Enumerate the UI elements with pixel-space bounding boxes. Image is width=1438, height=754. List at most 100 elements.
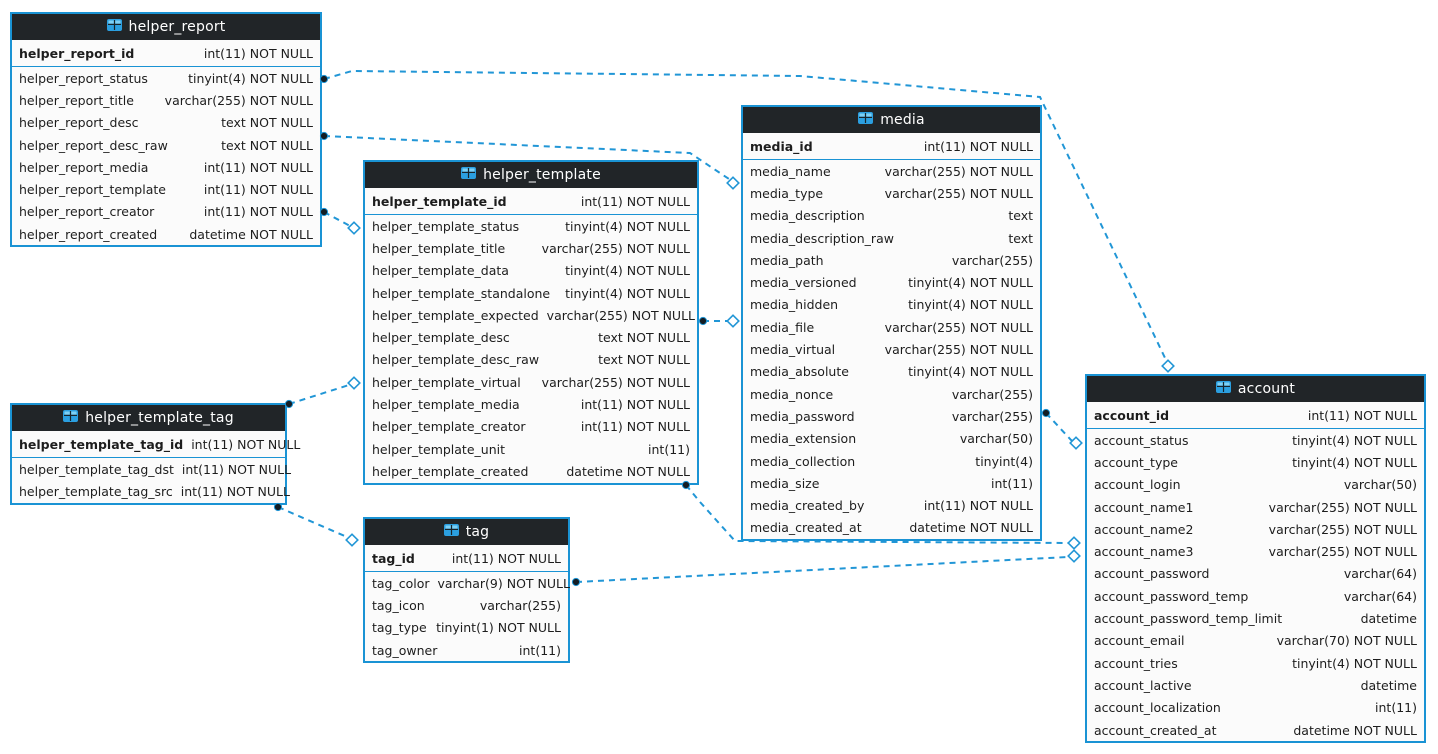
column-type: varchar(255) bbox=[951, 252, 1033, 268]
table-header[interactable]: helper_report bbox=[12, 14, 320, 40]
table-header[interactable]: helper_template_tag bbox=[12, 405, 285, 431]
column-type: tinyint(4) NOT NULL bbox=[565, 285, 690, 301]
column-type: int(11) NOT NULL bbox=[580, 397, 690, 413]
column-type: varchar(50) bbox=[959, 431, 1033, 447]
column-type: datetime NOT NULL bbox=[189, 226, 313, 242]
column-name: helper_template_virtual bbox=[372, 374, 521, 390]
column-type: int(11) bbox=[519, 642, 561, 658]
relationship-helper_template_tag-to-helper_template bbox=[284, 376, 361, 409]
column-type: text NOT NULL bbox=[598, 352, 690, 368]
column-name: account_name2 bbox=[1094, 521, 1194, 537]
table-media[interactable]: media media_id int(11) NOT NULL media_na… bbox=[741, 105, 1042, 542]
column-name: media_hidden bbox=[750, 297, 839, 313]
table-helper_report[interactable]: helper_report helper_report_id int(11) N… bbox=[10, 12, 322, 248]
column-name: tag_type bbox=[372, 620, 427, 636]
column-type: datetime bbox=[1360, 677, 1417, 693]
column-row-account_name2: account_name2 varchar(255) NOT NULL bbox=[1087, 518, 1424, 540]
column-type: varchar(255) bbox=[479, 597, 561, 613]
column-type: int(11) NOT NULL bbox=[181, 461, 292, 477]
table-title: media bbox=[880, 112, 925, 128]
column-name: helper_report_creator bbox=[19, 204, 155, 220]
column-name: media_path bbox=[750, 252, 824, 268]
column-name: helper_template_media bbox=[372, 397, 520, 413]
column-name: tag_color bbox=[372, 575, 430, 591]
column-type: varchar(64) bbox=[1343, 566, 1417, 582]
column-name: account_password_temp_limit bbox=[1094, 611, 1283, 627]
relationship-endpoint-diamond bbox=[1161, 359, 1175, 373]
column-type: varchar(255) NOT NULL bbox=[884, 319, 1033, 335]
column-name: media_created_at bbox=[750, 520, 862, 536]
column-type: datetime NOT NULL bbox=[566, 463, 690, 479]
column-name: tag_id bbox=[372, 550, 415, 566]
column-type: varchar(9) NOT NULL bbox=[437, 575, 570, 591]
column-name: account_created_at bbox=[1094, 722, 1217, 738]
table-header[interactable]: tag bbox=[365, 519, 568, 545]
column-name: helper_template_tag_src bbox=[19, 483, 173, 499]
column-type: varchar(255) NOT NULL bbox=[1268, 521, 1417, 537]
relationship-endpoint-diamond bbox=[726, 314, 740, 328]
column-type: int(11) bbox=[991, 475, 1033, 491]
table-header[interactable]: helper_template bbox=[365, 162, 697, 188]
column-name: media_virtual bbox=[750, 342, 836, 358]
column-name: helper_template_id bbox=[372, 193, 507, 209]
column-name: account_name3 bbox=[1094, 544, 1194, 560]
table-header[interactable]: media bbox=[743, 107, 1040, 133]
column-type: varchar(255) NOT NULL bbox=[541, 374, 690, 390]
column-type: int(11) bbox=[1375, 700, 1417, 716]
column-type: int(11) NOT NULL bbox=[180, 483, 290, 499]
column-type: datetime NOT NULL bbox=[1293, 722, 1417, 738]
column-name: media_extension bbox=[750, 431, 857, 447]
relationship-helper_template-to-media bbox=[698, 314, 740, 328]
column-name: helper_report_status bbox=[19, 70, 148, 86]
column-name: account_password bbox=[1094, 566, 1210, 582]
column-type: tinyint(4) NOT NULL bbox=[1292, 655, 1417, 671]
table-title: helper_report bbox=[128, 19, 226, 35]
column-type: tinyint(4) NOT NULL bbox=[188, 70, 313, 86]
relationship-endpoint-diamond bbox=[1067, 536, 1081, 550]
column-name: helper_template_tag_dst bbox=[19, 461, 174, 477]
column-type: int(11) bbox=[648, 441, 690, 457]
column-type: int(11) NOT NULL bbox=[451, 550, 561, 566]
column-name: account_id bbox=[1094, 407, 1170, 423]
column-name: media_password bbox=[750, 408, 855, 424]
column-name: helper_report_desc_raw bbox=[19, 137, 168, 153]
column-type: varchar(255) NOT NULL bbox=[1268, 544, 1417, 560]
column-type: int(11) NOT NULL bbox=[203, 159, 313, 175]
primary-key-row: helper_template_tag_id int(11) NOT NULL bbox=[12, 431, 300, 458]
column-type: datetime NOT NULL bbox=[909, 520, 1033, 536]
table-header[interactable]: account bbox=[1087, 376, 1424, 402]
column-name: tag_owner bbox=[372, 642, 438, 658]
column-type: tinyint(4) NOT NULL bbox=[1292, 454, 1417, 470]
relationship-endpoint-dot bbox=[698, 316, 708, 326]
table-icon bbox=[461, 167, 477, 183]
relationship-helper_template_tag-to-tag bbox=[273, 502, 359, 547]
table-helper_template_tag[interactable]: helper_template_tag helper_template_tag_… bbox=[10, 403, 300, 505]
column-type: varchar(255) bbox=[951, 386, 1033, 402]
column-type: tinyint(4) NOT NULL bbox=[565, 263, 690, 279]
column-row-account_name3: account_name3 varchar(255) NOT NULL bbox=[1087, 540, 1424, 562]
column-row-media_extension: media_extension varchar(50) bbox=[743, 428, 1040, 450]
table-helper_template[interactable]: helper_template helper_template_id int(1… bbox=[363, 160, 699, 485]
table-columns: helper_template_tag_dst int(11) NOT NULL h… bbox=[12, 458, 291, 503]
column-name: helper_template_desc bbox=[372, 330, 510, 346]
table-account[interactable]: account account_id int(11) NOT NULL acco… bbox=[1085, 374, 1426, 744]
